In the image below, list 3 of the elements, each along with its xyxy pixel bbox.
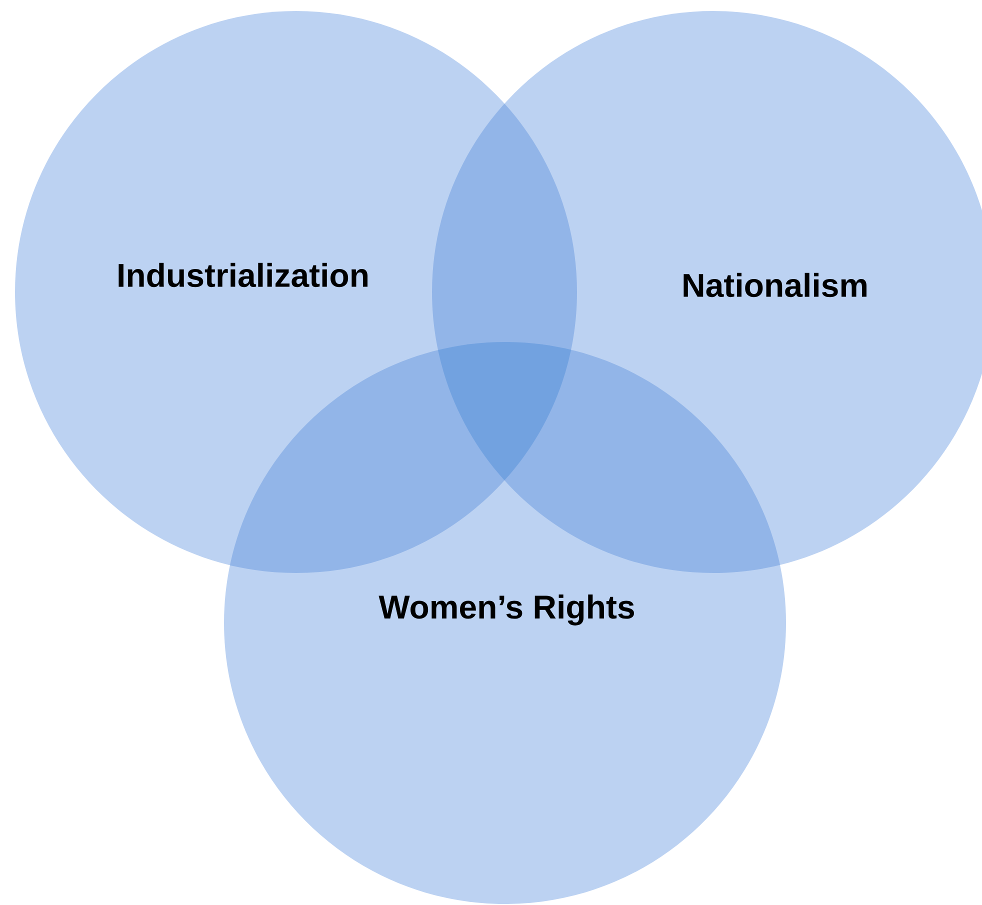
circle-label: Nationalism [684,272,866,298]
circle-label: Women’s Rights [378,594,634,626]
circle-label: Industrialization [118,262,368,288]
